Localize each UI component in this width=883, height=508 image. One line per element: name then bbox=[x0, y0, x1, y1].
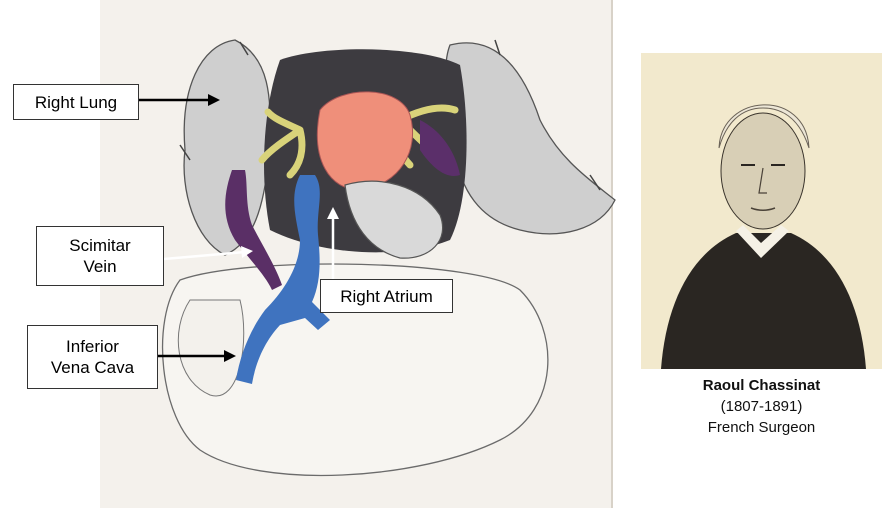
portrait bbox=[641, 53, 882, 369]
portrait-engraving bbox=[641, 53, 882, 369]
portrait-role: French Surgeon bbox=[641, 419, 882, 436]
label-scimitar-line2: Vein bbox=[83, 256, 116, 277]
label-scimitar-vein: Scimitar Vein bbox=[36, 226, 164, 286]
portrait-name: Raoul Chassinat bbox=[641, 377, 882, 394]
label-right-atrium-text: Right Atrium bbox=[340, 286, 433, 307]
label-scimitar-line1: Scimitar bbox=[69, 235, 130, 256]
label-right-lung-text: Right Lung bbox=[35, 92, 117, 113]
label-right-atrium: Right Atrium bbox=[320, 279, 453, 313]
portrait-years: (1807-1891) bbox=[641, 398, 882, 415]
label-ivc-line2: Vena Cava bbox=[51, 357, 134, 378]
label-inferior-vena-cava: Inferior Vena Cava bbox=[27, 325, 158, 389]
label-ivc-line1: Inferior bbox=[66, 336, 119, 357]
label-right-lung: Right Lung bbox=[13, 84, 139, 120]
